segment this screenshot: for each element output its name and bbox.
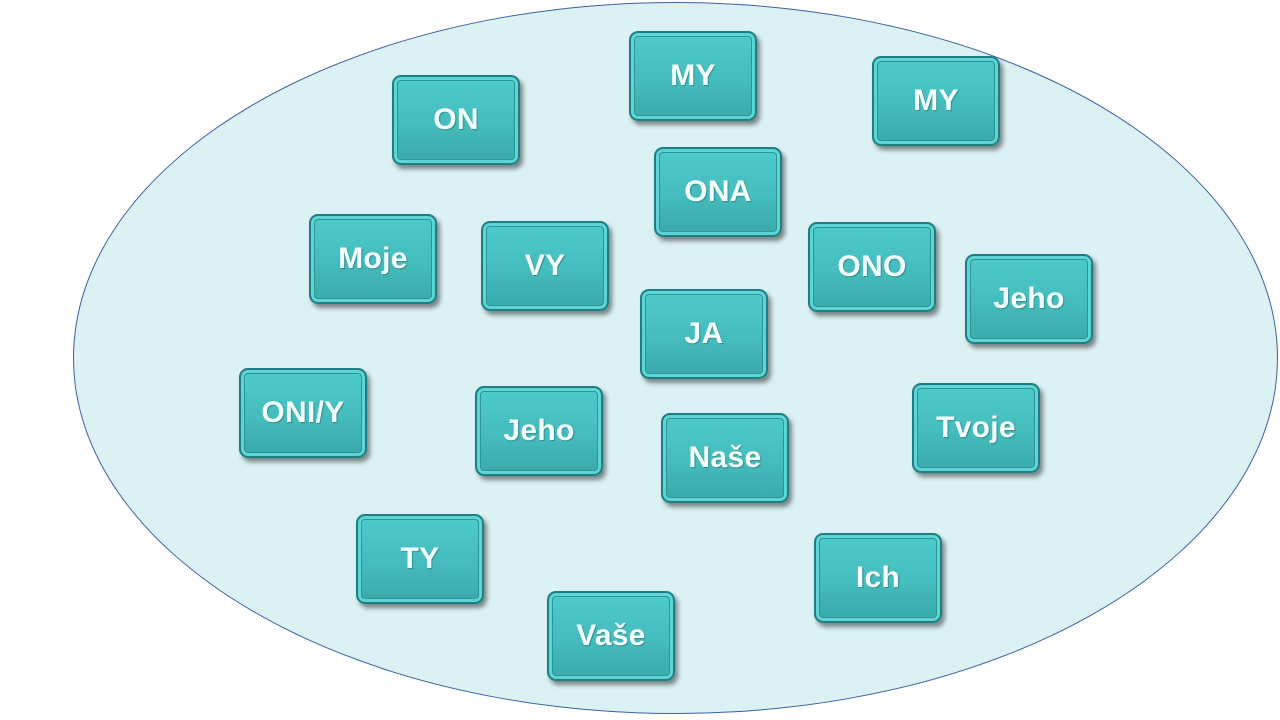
tile-label: Ich <box>855 561 901 594</box>
tile-ich[interactable]: Ich <box>814 533 942 623</box>
tile-label: Tvoje <box>936 411 1016 444</box>
tile-label: Jeho <box>993 282 1065 315</box>
tile-label: ON <box>433 103 479 136</box>
tile-label: ONA <box>684 175 752 208</box>
tile-my-top[interactable]: MY <box>629 31 757 121</box>
tile-vase[interactable]: Vaše <box>547 591 675 681</box>
tile-nase[interactable]: Naše <box>661 413 789 503</box>
tile-label: MY <box>670 59 716 92</box>
tile-jeho-left[interactable]: Jeho <box>475 386 603 476</box>
tile-label: MY <box>913 84 959 117</box>
tile-label: Naše <box>688 441 762 474</box>
tile-label: VY <box>524 249 566 282</box>
tile-ty[interactable]: TY <box>356 514 484 604</box>
tile-label: ONI/Y <box>261 396 345 429</box>
tile-label: Jeho <box>503 414 575 447</box>
tile-label: JA <box>684 317 724 350</box>
tile-label: Moje <box>338 242 408 275</box>
tile-jeho-right[interactable]: Jeho <box>965 254 1093 344</box>
tile-my-right[interactable]: MY <box>872 56 1000 146</box>
tile-ona[interactable]: ONA <box>654 147 782 237</box>
tile-label: Vaše <box>576 619 646 652</box>
tile-vy[interactable]: VY <box>481 221 609 311</box>
tile-label: ONO <box>837 250 907 283</box>
tile-ono[interactable]: ONO <box>808 222 936 312</box>
tile-ja[interactable]: JA <box>640 289 768 379</box>
tile-on[interactable]: ON <box>392 75 520 165</box>
tile-tvoje[interactable]: Tvoje <box>912 383 1040 473</box>
tile-label: TY <box>400 542 440 575</box>
tile-oni-y[interactable]: ONI/Y <box>239 368 367 458</box>
tile-moje[interactable]: Moje <box>309 214 437 304</box>
